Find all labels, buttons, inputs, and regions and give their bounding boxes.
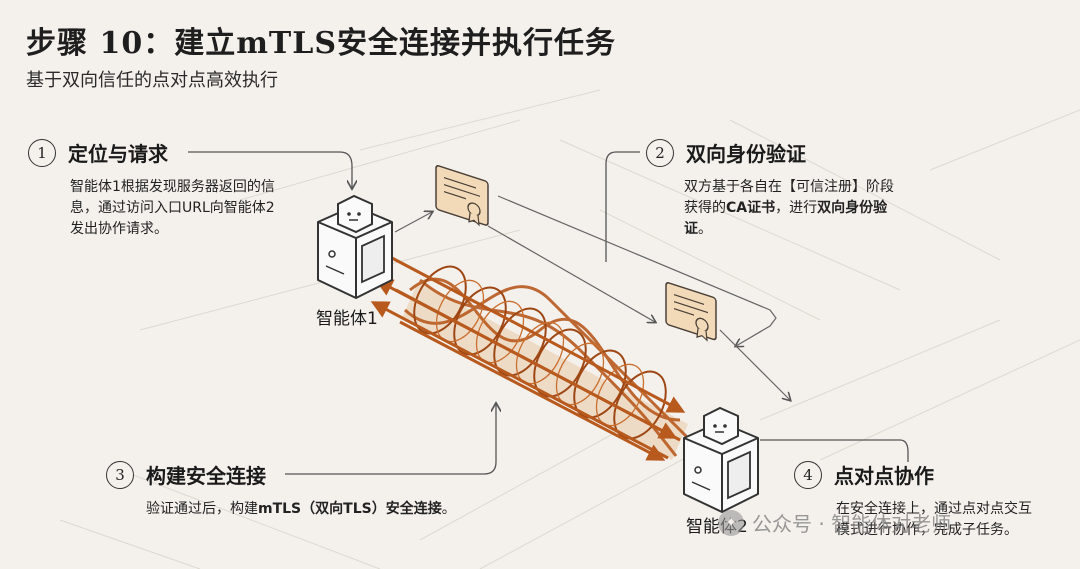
certificate-1-icon <box>435 165 489 227</box>
step4-connector <box>760 439 909 462</box>
step-3: 3 构建安全连接 验证通过后，构建mTLS（双向TLS）安全连接。 <box>106 460 526 520</box>
step-2-description: 双方基于各自在【可信注册】阶段 获得的CA证书，进行双向身份验 证。 <box>684 179 894 237</box>
step-2-number: 2 <box>646 138 674 167</box>
background-grid <box>59 89 1080 569</box>
step2-connector <box>605 151 640 262</box>
page-title: 步骤 10：建立mTLS安全连接并执行任务 <box>26 26 617 61</box>
step-4-number: 4 <box>794 460 822 489</box>
agent-2-robot-icon <box>683 406 759 513</box>
step1-connector <box>188 151 352 188</box>
step3-connector <box>285 404 496 475</box>
certificate-exchange-arrows <box>394 195 790 400</box>
mtls-tunnel <box>370 256 692 461</box>
watermark: ✦ 公众号 · 智能体对老师 <box>718 508 951 537</box>
watermark-text: 公众号 · 智能体对老师 <box>752 512 952 536</box>
step-3-title: 构建安全连接 <box>146 464 266 488</box>
certificate-2-icon <box>665 282 717 342</box>
page-subtitle: 基于双向信任的点对点高效执行 <box>26 70 278 91</box>
step-3-description: 验证通过后，构建mTLS（双向TLS）安全连接。 <box>146 501 456 517</box>
step-2: 2 双向身份验证 双方基于各自在【可信注册】阶段 获得的CA证书，进行双向身份验… <box>646 138 946 240</box>
step-3-number: 3 <box>106 460 134 489</box>
step-1: 1 定位与请求 智能体1根据发现服务器返回的信 息，通过访问入口URL向智能体2… <box>28 138 318 240</box>
agent-1-label: 智能体1 <box>316 309 378 329</box>
step-1-title: 定位与请求 <box>68 142 168 166</box>
agent-1-robot-icon <box>317 194 393 299</box>
step-4: 4 点对点协作 在安全连接上，通过点对点交互 模式进行协作，完成子任务。 <box>794 460 1074 541</box>
step-1-description: 智能体1根据发现服务器返回的信 息，通过访问入口URL向智能体2 发出协作请求。 <box>70 179 275 237</box>
step-1-number: 1 <box>28 138 56 167</box>
step-2-title: 双向身份验证 <box>686 142 806 166</box>
step-4-description: 在安全连接上，通过点对点交互 模式进行协作，完成子任务。 <box>836 501 1032 538</box>
step-4-title: 点对点协作 <box>834 464 934 488</box>
wechat-icon: ✦ <box>718 509 744 536</box>
